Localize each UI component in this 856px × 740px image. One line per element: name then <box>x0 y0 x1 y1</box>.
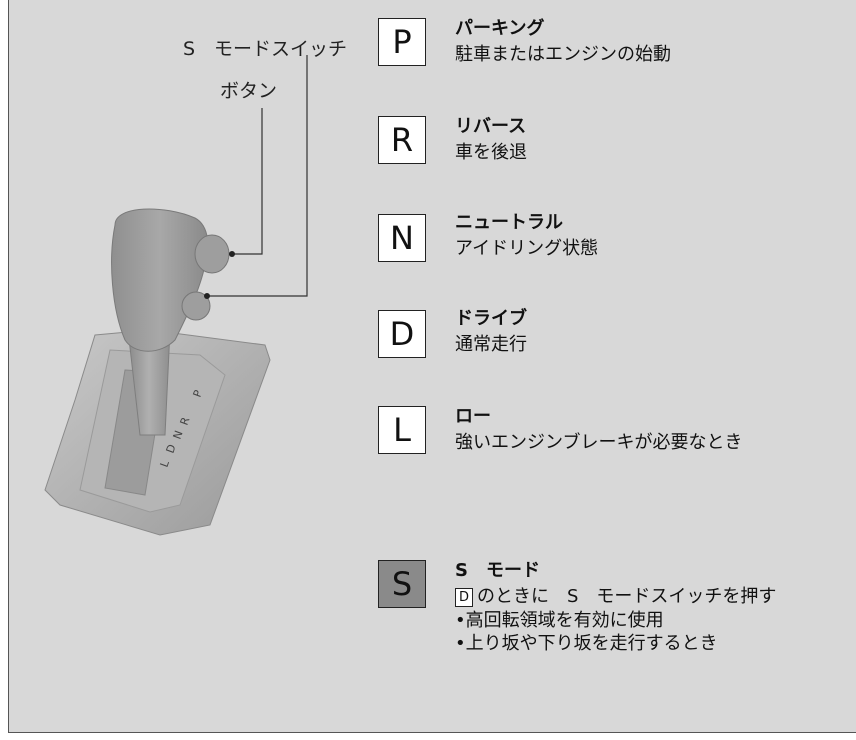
shift-knob <box>111 208 209 352</box>
gear-title-n: ニュートラル <box>455 212 563 233</box>
gear-box-n: N <box>378 214 426 262</box>
leader-line-button <box>232 108 263 255</box>
leader-line-mode-switch <box>207 55 308 297</box>
gear-title-s: S モード <box>455 560 540 581</box>
gate-label-p: P <box>191 388 206 399</box>
d-position-mini-box: D <box>455 588 473 607</box>
gate-label-r: R <box>178 415 193 427</box>
gear-desc-d: 通常走行 <box>455 334 527 355</box>
callout-mode-switch: S モードスイッチ <box>183 38 348 60</box>
gate-label-d: D <box>164 443 179 455</box>
s-mode-bullet-1: •高回転領域を有効に使用 <box>455 610 664 631</box>
gear-title-r: リバース <box>455 116 527 137</box>
gear-box-l: L <box>378 406 426 454</box>
gate-label-l: L <box>158 458 173 469</box>
gear-box-r: R <box>378 116 426 164</box>
callout-button: ボタン <box>220 80 278 102</box>
gear-box-d: D <box>378 310 426 358</box>
gear-desc-l: 強いエンジンブレーキが必要なとき <box>455 432 743 453</box>
gear-box-p: P <box>378 18 426 66</box>
gear-desc-n: アイドリング状態 <box>455 238 599 259</box>
gear-desc-p: 駐車またはエンジンの始動 <box>455 44 671 65</box>
s-mode-bullet-2: •上り坂や下り坂を走行するとき <box>455 633 718 654</box>
knob-button-icon <box>194 234 230 274</box>
s-mode-condition-text: のときに S モードスイッチを押す <box>477 586 777 607</box>
gear-title-d: ドライブ <box>455 308 527 329</box>
s-mode-switch-icon <box>181 291 211 321</box>
gear-box-s: S <box>378 560 426 608</box>
gear-title-l: ロー <box>455 406 491 427</box>
gear-desc-r: 車を後退 <box>455 142 527 163</box>
gear-title-p: パーキング <box>455 18 545 39</box>
